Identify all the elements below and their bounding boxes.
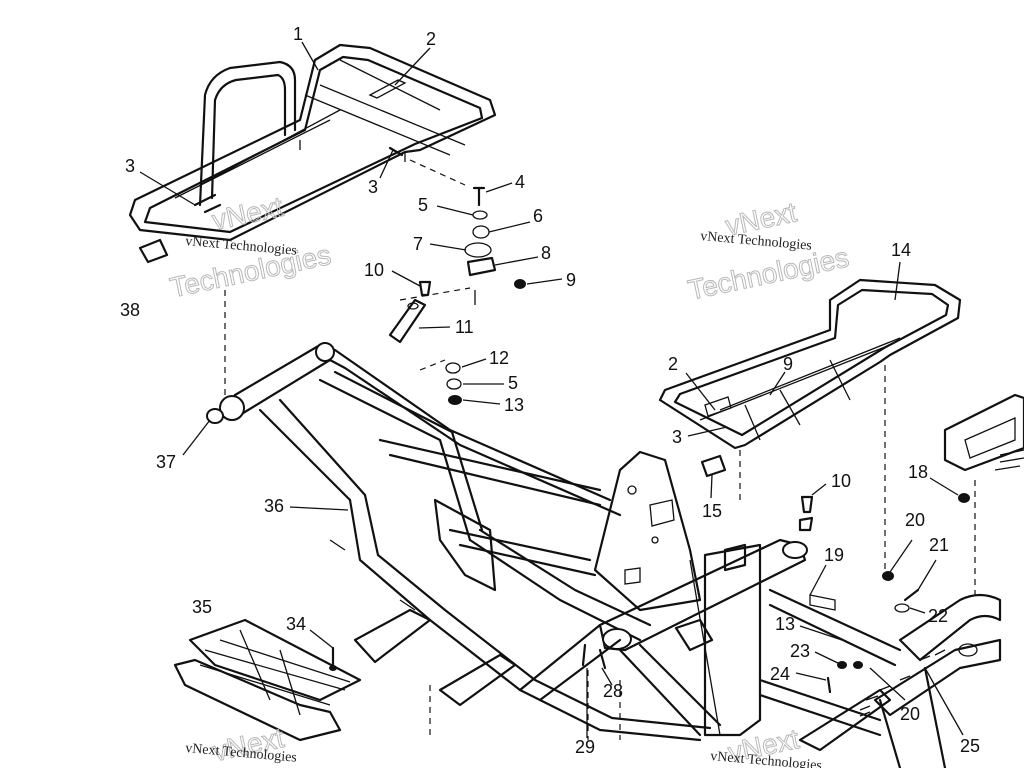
callout-12: 12 <box>489 348 509 368</box>
callout-24: 24 <box>770 664 790 684</box>
rear-rack <box>128 43 497 242</box>
callout-38: 38 <box>120 300 140 320</box>
assembly-lines <box>224 159 976 740</box>
callout-7: 7 <box>413 234 423 254</box>
callout-8: 8 <box>541 243 551 263</box>
callout-37: 37 <box>156 452 176 472</box>
watermark-outline-top-1: vNext <box>209 191 286 236</box>
front-bumper <box>798 593 1002 768</box>
main-frame <box>219 342 902 742</box>
callout-5: 5 <box>418 195 428 215</box>
callout-15: 15 <box>702 501 722 521</box>
callout-25: 25 <box>960 736 980 756</box>
callout-22: 22 <box>928 606 948 626</box>
watermark-brand-1: vNext Technologies <box>185 234 298 259</box>
callout-10b: 10 <box>831 471 851 491</box>
callout-3: 3 <box>125 156 135 176</box>
front-rack <box>658 278 962 450</box>
callout-2: 2 <box>426 29 436 49</box>
callout-13b: 13 <box>775 614 795 634</box>
callout-3b: 3 <box>368 177 378 197</box>
callout-3c: 3 <box>672 427 682 447</box>
hardware <box>138 146 970 694</box>
callout-35: 35 <box>192 597 212 617</box>
callout-13: 13 <box>504 395 524 415</box>
callout-20b: 20 <box>900 704 920 724</box>
callout-14: 14 <box>891 240 911 260</box>
callout-9: 9 <box>566 270 576 290</box>
callout-labels: 1 2 3 3 4 5 6 7 8 9 10 11 12 5 13 37 38 … <box>120 24 980 757</box>
callout-2b: 2 <box>668 354 678 374</box>
callout-28: 28 <box>603 681 623 701</box>
callout-36: 36 <box>264 496 284 516</box>
callout-11: 11 <box>455 317 474 337</box>
callout-18: 18 <box>908 462 928 482</box>
callout-6: 6 <box>533 206 543 226</box>
watermark-outline-bottom-2: Technologies <box>685 241 851 305</box>
callout-34: 34 <box>286 614 306 634</box>
callout-10: 10 <box>364 260 384 280</box>
callout-29: 29 <box>575 737 595 757</box>
callout-19: 19 <box>824 545 844 565</box>
footrest <box>173 618 362 742</box>
headlight-pod <box>943 393 1024 472</box>
callout-23: 23 <box>790 641 810 661</box>
leader-lines <box>139 41 964 738</box>
callout-4: 4 <box>515 172 525 192</box>
callout-9b: 9 <box>783 354 793 374</box>
callout-5b: 5 <box>508 373 518 393</box>
callout-20: 20 <box>905 510 925 530</box>
callout-21: 21 <box>929 535 949 555</box>
callout-1: 1 <box>293 24 303 44</box>
